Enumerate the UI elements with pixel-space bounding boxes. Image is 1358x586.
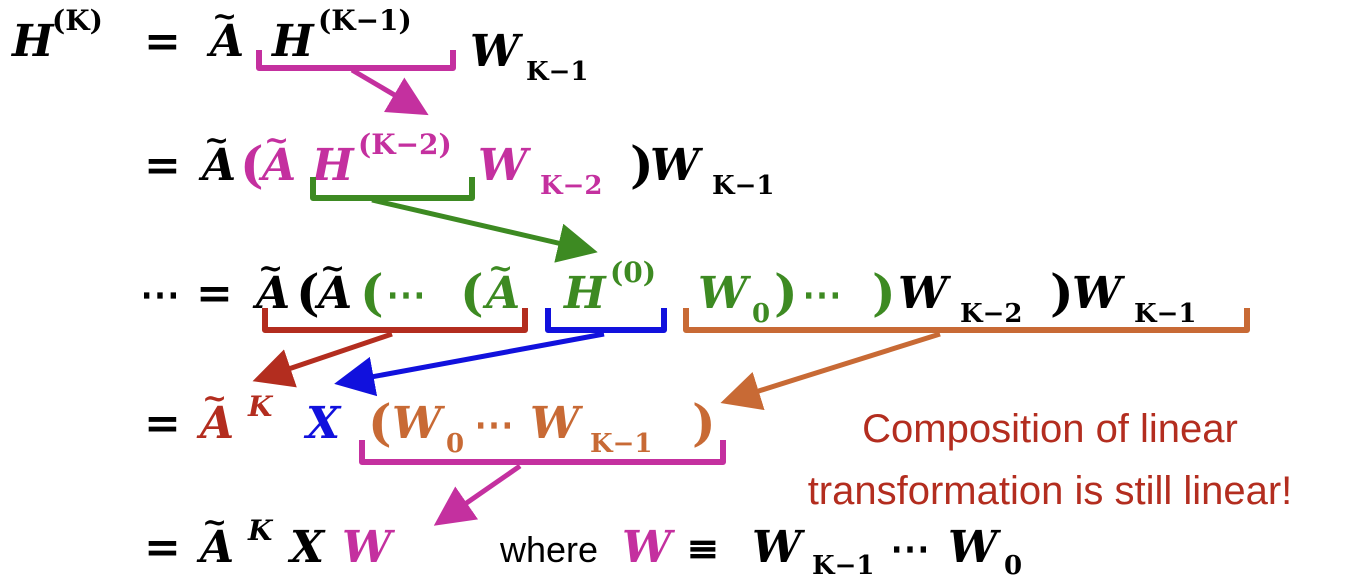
equals-sign: = [144, 522, 181, 573]
ellipsis: ⋯ [890, 525, 930, 572]
symbol-A: A [252, 268, 290, 319]
symbol-A: A [482, 268, 520, 319]
equals-sign: = [144, 140, 181, 191]
symbol-W: W [342, 522, 396, 573]
equation-line-5: = A ~ K X W where W ≡ W K−1 ⋯ W 0 [144, 505, 1022, 581]
arrow-orange [720, 331, 941, 411]
equals-sign: = [144, 16, 181, 67]
superscript-K: K [247, 514, 274, 547]
tilde-mark: ~ [212, 0, 237, 34]
symbol-A: A [196, 522, 234, 573]
bracket-magenta-H-Km1 [256, 50, 456, 71]
superscript-K: (K) [52, 4, 103, 37]
open-paren: ( [368, 393, 392, 452]
subscript-K-minus-1: K−1 [1134, 299, 1196, 329]
symbol-A: A [196, 398, 234, 449]
tilde-mark: ~ [258, 251, 283, 286]
symbol-W: W [392, 398, 446, 449]
subscript-K-minus-1: K−1 [712, 171, 774, 201]
superscript-K: K [247, 390, 274, 423]
close-paren: ) [692, 393, 716, 452]
subscript-0: 0 [1004, 551, 1022, 581]
ellipsis: ⋯ [386, 271, 426, 318]
symbol-W: W [698, 268, 752, 319]
symbol-X: X [287, 522, 326, 573]
equals-sign: = [144, 398, 181, 449]
arrow-red [252, 331, 393, 388]
open-paren: ( [460, 263, 484, 322]
subscript-K-minus-2: K−2 [540, 171, 602, 201]
tilde-mark: ~ [204, 123, 229, 158]
equation-line-1: H (K) = A ~ H (K−1) W K−1 [10, 0, 588, 87]
open-paren: ( [240, 135, 264, 194]
subscript-K-minus-1: K−1 [590, 429, 652, 459]
subscript-0: 0 [752, 299, 770, 329]
tilde-mark: ~ [320, 251, 345, 286]
equation-line-4: = A ~ K X ( W 0 ⋯ W K−1 ) [144, 381, 716, 459]
symbol-H: H [562, 268, 607, 319]
ellipsis: ⋯ [802, 271, 842, 318]
symbol-W: W [948, 522, 1002, 573]
bracket-magenta-W-product [359, 440, 726, 465]
arrow-magenta [350, 67, 429, 116]
close-paren: ) [1050, 263, 1074, 322]
arrow-magenta [433, 463, 522, 526]
subscript-K-minus-1: K−1 [526, 57, 588, 87]
equation-line-3: ⋯ = A ~ ( A ~ ( ⋯ ( A ~ H (0) W 0 ) ⋯ ) … [140, 251, 1196, 329]
note-line-1: Composition of linear [862, 407, 1238, 451]
subscript-0: 0 [446, 429, 464, 459]
symbol-X: X [303, 398, 342, 449]
superscript-K-minus-2: (K−2) [358, 128, 452, 161]
bracket-green-H-Km2 [310, 177, 475, 201]
symbol-A: A [258, 140, 296, 191]
close-paren: ) [872, 263, 896, 322]
equals-sign: = [196, 268, 233, 319]
symbol-H: H [270, 16, 315, 67]
tilde-mark: ~ [488, 251, 513, 286]
arrow-green [371, 197, 598, 263]
where-label: where [499, 529, 598, 570]
equivalence-sign: ≡ [686, 525, 720, 572]
bracket-red-A-products [262, 308, 528, 333]
ellipsis: ⋯ [140, 271, 180, 318]
open-paren: ( [296, 263, 320, 322]
superscript-K-minus-1: (K−1) [318, 4, 412, 37]
symbol-H: H [310, 140, 355, 191]
symbol-A: A [314, 268, 352, 319]
arrow-blue [334, 331, 605, 397]
equation-line-2: = A ~ ( A ~ H (K−2) W K−2 ) W K−1 [144, 123, 774, 201]
open-paren: ( [360, 263, 384, 322]
ellipsis: ⋯ [474, 401, 514, 448]
bracket-blue-H0 [545, 308, 667, 333]
symbol-W: W [478, 140, 532, 191]
symbol-W: W [530, 398, 584, 449]
subscript-K-minus-2: K−2 [960, 299, 1022, 329]
symbol-W: W [650, 140, 704, 191]
symbol-H: H [10, 16, 55, 67]
note-line-2: transformation is still linear! [808, 469, 1293, 513]
close-paren: ) [630, 135, 654, 194]
symbol-A: A [198, 140, 236, 191]
close-paren: ) [774, 263, 798, 322]
symbol-W: W [898, 268, 952, 319]
symbol-W: W [752, 522, 806, 573]
bracket-orange-W-products [683, 308, 1250, 333]
superscript-0: (0) [610, 256, 656, 289]
tilde-mark: ~ [202, 505, 227, 540]
subscript-K-minus-1: K−1 [812, 551, 874, 581]
symbol-W: W [1072, 268, 1126, 319]
symbol-A: A [206, 16, 244, 67]
annotation-note: Composition of linear transformation is … [808, 407, 1293, 513]
tilde-mark: ~ [202, 381, 227, 416]
symbol-W: W [622, 522, 676, 573]
tilde-mark: ~ [264, 123, 289, 158]
symbol-W: W [470, 26, 524, 77]
